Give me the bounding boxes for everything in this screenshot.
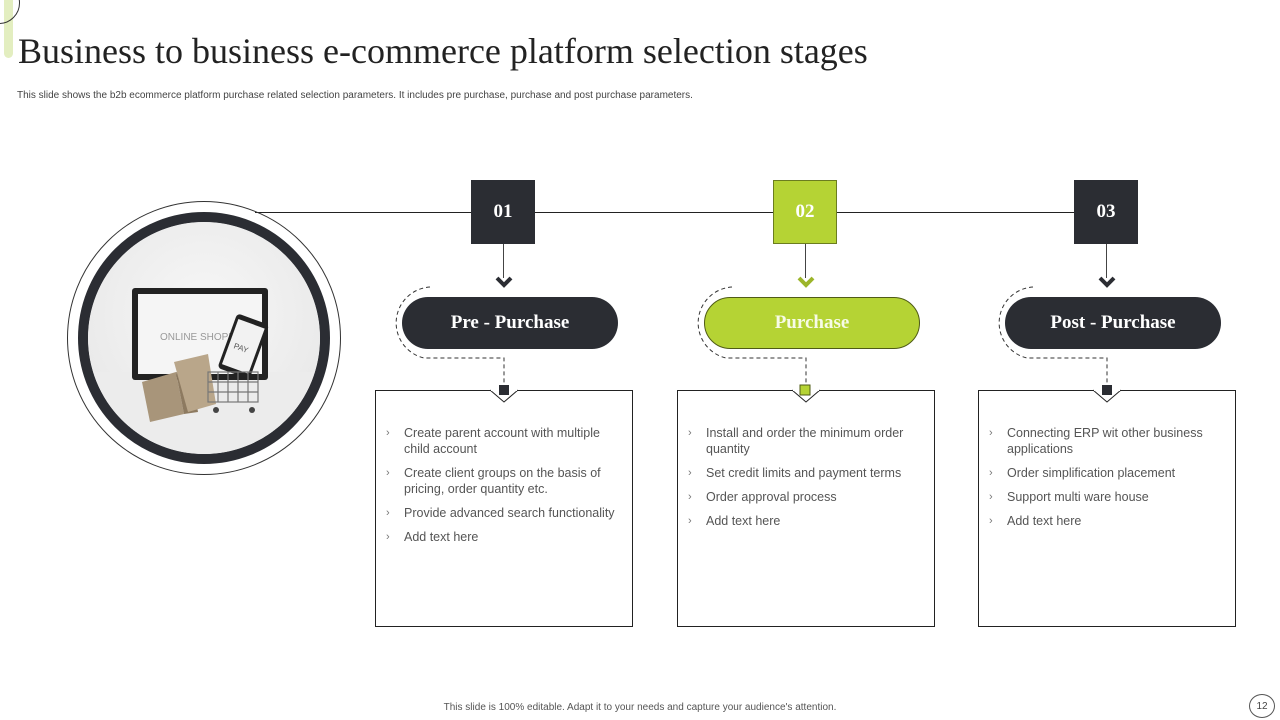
- list-item: ›Set credit limits and payment terms: [688, 466, 902, 480]
- stage-3-arrow-line: [1106, 244, 1107, 278]
- list-item: ›Install and order the minimum order qua…: [688, 426, 904, 456]
- stage-1-dashed-path: [395, 286, 505, 386]
- stage-3-number-box: 03: [1074, 180, 1138, 244]
- stage-3-dashed-path: [998, 286, 1108, 386]
- chevron-right-icon: ›: [989, 427, 993, 439]
- stage-1-card-notch: [489, 389, 519, 403]
- list-item: ›Add text here: [688, 514, 781, 528]
- stage-3-label: Post - Purchase: [1005, 297, 1221, 349]
- page-number: 12: [1249, 694, 1275, 718]
- stage-2-dashed-path: [697, 286, 807, 386]
- slide-subtitle: This slide shows the b2b ecommerce platf…: [17, 90, 693, 101]
- stage-1-list: ›Create parent account with multiple chi…: [376, 391, 632, 545]
- stage-2-number-box: 02: [773, 180, 837, 244]
- stage-3-card-notch: [1092, 389, 1122, 403]
- list-item: ›Add text here: [386, 530, 479, 544]
- stage-2-label: Purchase: [704, 297, 920, 349]
- slide-title: Business to business e-commerce platform…: [18, 31, 868, 71]
- stage-2-list: ›Install and order the minimum order qua…: [678, 391, 934, 529]
- stage-3-list: ›Connecting ERP wit other business appli…: [979, 391, 1235, 529]
- chevron-right-icon: ›: [386, 507, 390, 519]
- list-item: ›Order simplification placement: [989, 466, 1176, 480]
- chevron-right-icon: ›: [688, 467, 692, 479]
- stage-1-marker-square: [499, 385, 509, 395]
- list-item: ›Support multi ware house: [989, 490, 1149, 504]
- stage-2-card: ›Install and order the minimum order qua…: [677, 390, 935, 627]
- stage-1-chevron-down-icon: [495, 276, 513, 288]
- list-item: ›Provide advanced search functionality: [386, 506, 615, 520]
- chevron-right-icon: ›: [989, 491, 993, 503]
- list-item: ›Create parent account with multiple chi…: [386, 426, 600, 456]
- list-item: ›Order approval process: [688, 490, 837, 504]
- stage-1-card: ›Create parent account with multiple chi…: [375, 390, 633, 627]
- chevron-right-icon: ›: [688, 515, 692, 527]
- chevron-right-icon: ›: [989, 515, 993, 527]
- stage-1-number-box: 01: [471, 180, 535, 244]
- stage-3-marker-square: [1102, 385, 1112, 395]
- slide-footer: This slide is 100% editable. Adapt it to…: [443, 702, 837, 713]
- screen-text: ONLINE SHOPPING: [160, 332, 253, 343]
- list-item: ›Create client groups on the basis of pr…: [386, 466, 601, 496]
- photo-outer-ring: [67, 201, 341, 475]
- online-shopping-photo: ONLINE SHOPPING PAY: [78, 212, 330, 464]
- chevron-right-icon: ›: [386, 427, 390, 439]
- stage-2-arrow-line: [805, 244, 806, 278]
- stage-2-card-notch: [791, 389, 821, 403]
- chevron-right-icon: ›: [989, 467, 993, 479]
- stage-3-chevron-down-icon: [1098, 276, 1116, 288]
- list-item: ›Connecting ERP wit other business appli…: [989, 426, 1203, 456]
- stage-1-arrow-line: [503, 244, 504, 278]
- accent-bar: [4, 0, 13, 58]
- list-item: ›Add text here: [989, 514, 1082, 528]
- stage-1-label: Pre - Purchase: [402, 297, 618, 349]
- stage-2-chevron-down-icon: [797, 276, 815, 288]
- chevron-right-icon: ›: [688, 427, 692, 439]
- stage-3-card: ›Connecting ERP wit other business appli…: [978, 390, 1236, 627]
- chevron-right-icon: ›: [386, 467, 390, 479]
- stage-2-marker-square: [799, 384, 811, 396]
- shopping-illustration: ONLINE SHOPPING PAY: [88, 288, 320, 454]
- chevron-right-icon: ›: [386, 531, 390, 543]
- timeline-connector: [255, 212, 1135, 213]
- chevron-right-icon: ›: [688, 491, 692, 503]
